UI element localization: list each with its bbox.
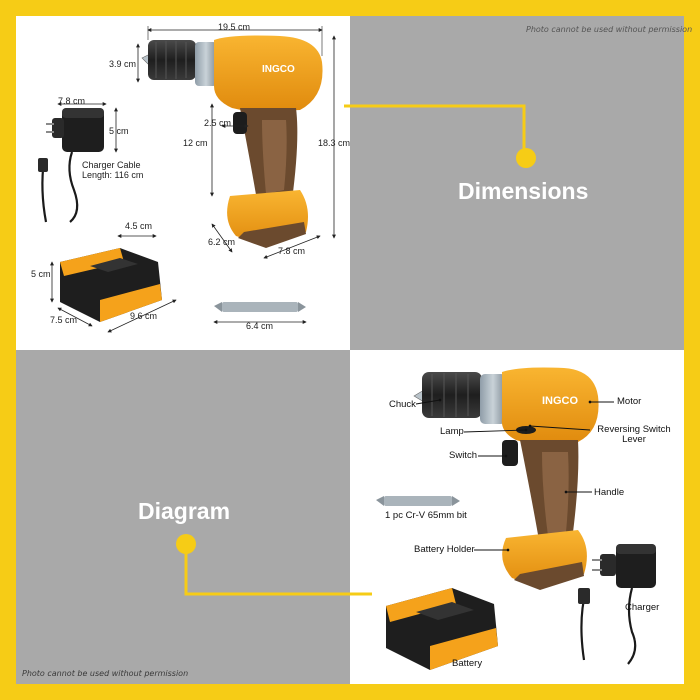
label-drill-height: 18.3 cm [318, 138, 351, 148]
permission-notice-bottom: Photo cannot be used without permission [22, 669, 189, 678]
label-battery-height: 5 cm [31, 269, 51, 279]
bit-diagram-drawing [376, 496, 460, 506]
charger-diagram-drawing [578, 544, 656, 665]
diagram-title-panel [16, 350, 350, 684]
dimensions-title-panel [350, 16, 684, 350]
label-chuck-height: 3.9 cm [109, 59, 137, 69]
brand-logo-bottom: INGCO [542, 395, 579, 407]
label-charger-width: 7.8 cm [58, 96, 86, 106]
dimensions-heading: Dimensions [458, 178, 589, 204]
label-drill-length: 19.5 cm [218, 22, 251, 32]
label-battery-top: 4.5 cm [125, 221, 153, 231]
label-battery-depth: 7.5 cm [50, 315, 78, 325]
drill-dimension-drawing: INGCO [136, 26, 336, 259]
brand-logo-top: INGCO [262, 64, 295, 75]
dimensions-connector-dot [516, 148, 536, 168]
charger-dimension-drawing [38, 102, 118, 223]
dimensions-connector [344, 104, 526, 160]
permission-notice-top: Photo cannot be used without permission [526, 25, 693, 34]
label-charger-cable: Charger Cable Length: 116 cm [82, 160, 144, 180]
part-label-reversing-switch: Reversing Switch Lever [597, 424, 671, 445]
battery-diagram-drawing [386, 588, 498, 670]
part-label-motor: Motor [617, 396, 642, 407]
diagram-connector [184, 548, 372, 596]
battery-dimension-drawing [50, 234, 177, 333]
part-label-chuck: Chuck [389, 399, 416, 410]
diagram-heading: Diagram [138, 498, 231, 524]
label-base-width: 7.8 cm [278, 246, 306, 256]
part-label-battery: Battery [452, 658, 483, 669]
label-trigger-width: 2.5 cm [204, 118, 232, 128]
label-handle-height: 12 cm [183, 138, 208, 148]
label-charger-height: 5 cm [109, 126, 129, 136]
bit-dimension-drawing [213, 302, 307, 324]
label-battery-length: 9.6 cm [130, 311, 158, 321]
part-label-battery-holder: Battery Holder [414, 544, 475, 555]
part-label-bit: 1 pc Cr-V 65mm bit [385, 510, 467, 521]
label-base-depth: 6.2 cm [208, 237, 236, 247]
drill-diagram-drawing: INGCO [413, 367, 599, 590]
label-bit-length: 6.4 cm [246, 321, 274, 331]
part-label-switch: Switch [449, 450, 477, 461]
diagram-connector-dot [176, 534, 196, 554]
part-label-lamp: Lamp [440, 426, 464, 437]
callout-leaders [415, 398, 614, 552]
part-label-charger: Charger [625, 602, 660, 613]
part-label-handle: Handle [594, 487, 625, 498]
